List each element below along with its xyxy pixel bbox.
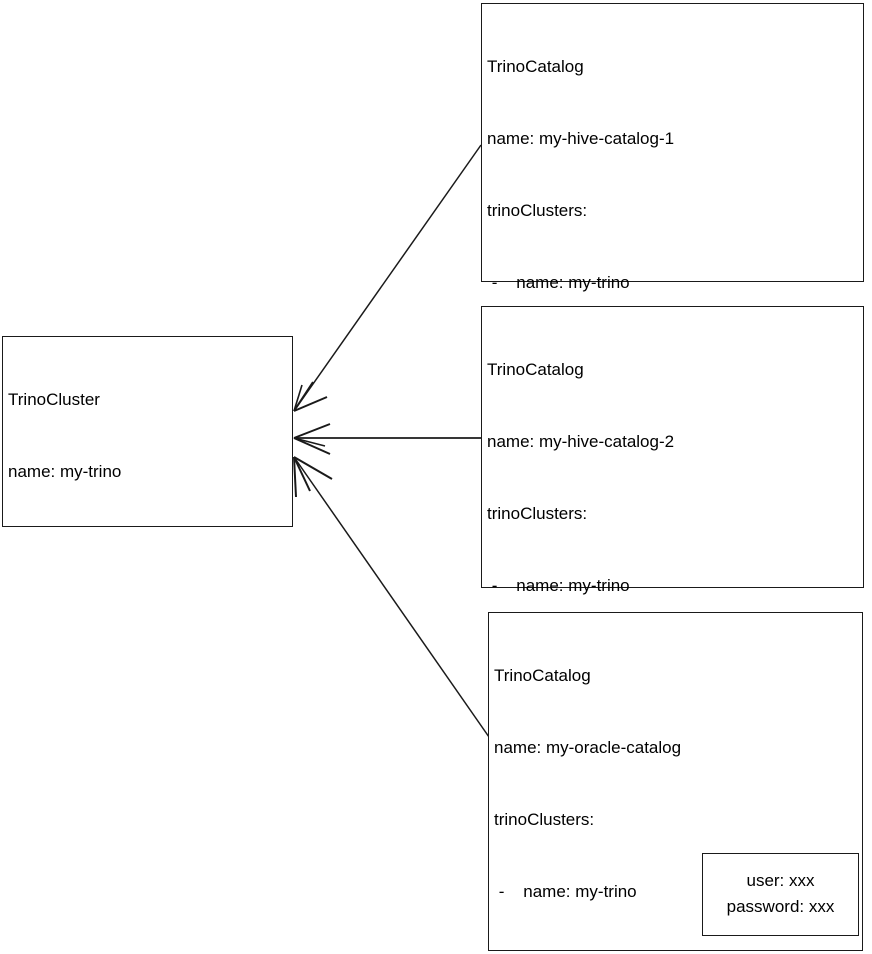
node-line: name: my-hive-catalog-2 bbox=[487, 432, 675, 451]
node-line: name: my-oracle-catalog bbox=[494, 738, 682, 757]
node-line: TrinoCatalog bbox=[487, 360, 584, 379]
node-secret[interactable]: user: xxx password: xxx bbox=[702, 853, 859, 936]
node-trino-catalog-1[interactable]: TrinoCatalog name: my-hive-catalog-1 tri… bbox=[481, 3, 864, 652]
node-line: name: my-trino bbox=[8, 462, 122, 481]
node-line: - name: my-trino bbox=[494, 882, 637, 901]
edge-catalog-2-to-cluster bbox=[293, 423, 481, 455]
secret-line-user: user: xxx bbox=[746, 871, 815, 890]
node-line: name: my-hive-catalog-1 bbox=[487, 129, 675, 148]
node-line: - name: my-trino bbox=[487, 273, 630, 292]
node-trino-catalog-2[interactable]: TrinoCatalog name: my-hive-catalog-2 tri… bbox=[481, 306, 864, 883]
edge-catalog-1-to-cluster bbox=[293, 144, 482, 412]
edge-catalog-3-to-cluster bbox=[293, 456, 490, 738]
node-line: TrinoCatalog bbox=[494, 666, 591, 685]
node-line: trinoClusters: bbox=[487, 504, 588, 523]
node-line: trinoClusters: bbox=[487, 201, 588, 220]
node-line: - name: my-trino bbox=[487, 576, 630, 595]
node-trino-cluster-text: TrinoCluster name: my-trino bbox=[8, 340, 121, 532]
node-trino-catalog-3-text: TrinoCatalog name: my-oracle-catalog tri… bbox=[494, 616, 786, 954]
arrowhead-cluster-barbs bbox=[293, 384, 326, 447]
secret-line-password: password: xxx bbox=[726, 897, 835, 916]
node-line: trinoClusters: bbox=[494, 810, 595, 829]
node-line: TrinoCatalog bbox=[487, 57, 584, 76]
node-trino-cluster[interactable]: TrinoCluster name: my-trino bbox=[2, 336, 293, 527]
node-secret-text: user: xxx password: xxx bbox=[703, 868, 858, 920]
node-line: TrinoCluster bbox=[8, 390, 100, 409]
